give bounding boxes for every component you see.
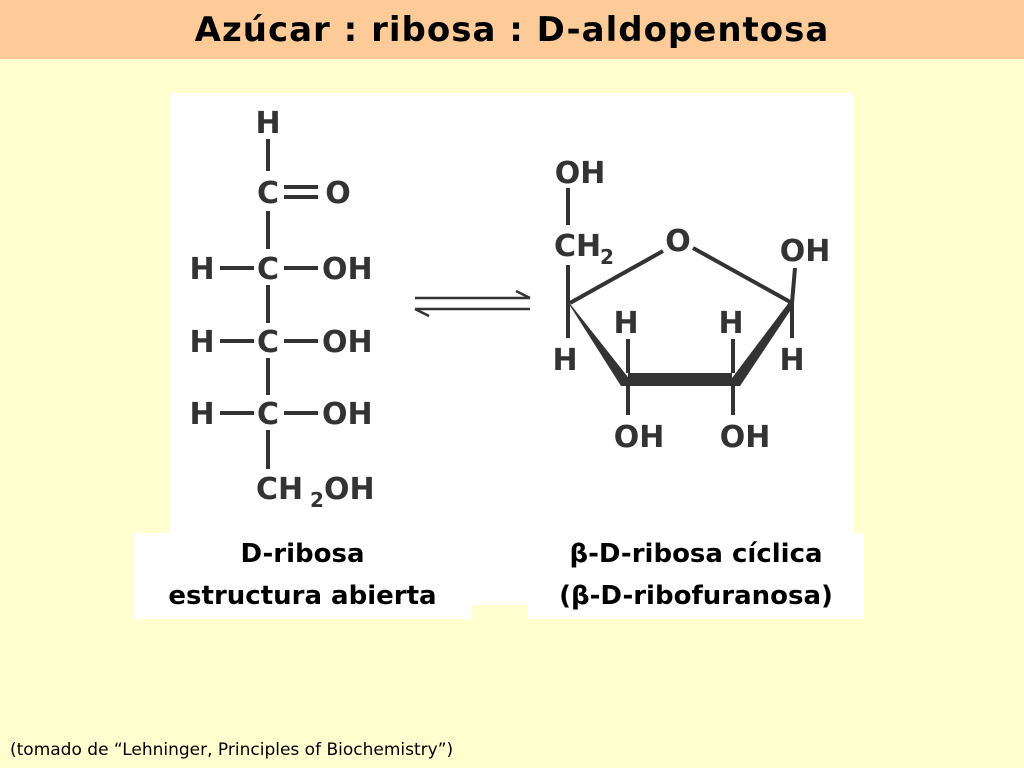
atom-c2: C: [257, 252, 279, 287]
atom-c3-oh: OH: [322, 325, 373, 360]
diagram-panel: H C O H C OH H C OH H C OH CH 2 OH: [170, 93, 854, 605]
atom-carbonyl-o: O: [325, 176, 351, 211]
atom-c4-oh: OH: [322, 397, 373, 432]
atom-ring-o: O: [665, 224, 691, 259]
wedge-c2-c1: [726, 301, 794, 386]
source-footnote: (tomado de “Lehninger, Principles of Bio…: [10, 740, 454, 760]
atom-ring-c3-oh: OH: [614, 420, 665, 455]
atom-c2-h-up: H: [718, 306, 743, 341]
open-chain-structure: [220, 139, 318, 469]
bond-c1-oh: [790, 267, 797, 304]
atom-ring-c2-oh: OH: [720, 420, 771, 455]
atom-c3: C: [257, 325, 279, 360]
atom-c1: C: [257, 176, 279, 211]
open-chain-caption: D-ribosa estructura abierta: [133, 533, 472, 619]
title-bar: Azúcar : ribosa : D-aldopentosa: [0, 0, 1024, 59]
atom-top-h: H: [255, 106, 280, 141]
atom-c2-h: H: [189, 252, 214, 287]
bond-c4-ring-o: [569, 249, 664, 305]
caption-right-line1: β-D-ribosa cíclica: [569, 539, 823, 569]
atom-c5-oh: OH: [324, 472, 375, 507]
ring-structure: [566, 188, 797, 415]
atom-c4-h-down: H: [552, 343, 577, 378]
atom-c4: C: [257, 397, 279, 432]
ring-caption: β-D-ribosa cíclica (β-D-ribofuranosa): [528, 533, 864, 619]
caption-right-line2: (β-D-ribofuranosa): [559, 581, 833, 611]
bold-bond-c3-c2: [628, 373, 732, 386]
atom-ring-top-oh: OH: [555, 156, 606, 191]
atom-c4-h: H: [189, 397, 214, 432]
atom-anomeric-oh: OH: [780, 234, 831, 269]
open-chain-labels: H C O H C OH H C OH H C OH CH 2 OH: [189, 106, 374, 512]
atom-c2-oh: OH: [322, 252, 373, 287]
caption-left-line1: D-ribosa: [240, 539, 365, 569]
caption-left-line2: estructura abierta: [168, 581, 437, 611]
forward-arrow-barb: [515, 289, 531, 300]
bond-ring-o-c1: [692, 246, 793, 305]
atom-c5-ch: CH: [256, 472, 303, 507]
equilibrium-arrows: [414, 289, 531, 318]
atom-ring-ch: CH: [554, 229, 601, 264]
atom-c3-h-up: H: [613, 306, 638, 341]
atom-c1-h-down: H: [779, 343, 804, 378]
reverse-arrow-barb: [414, 307, 430, 318]
atom-ring-ch-sub: 2: [600, 245, 614, 269]
atom-c3-h: H: [189, 325, 214, 360]
wedge-c4-c3: [567, 301, 635, 386]
ribose-diagram: H C O H C OH H C OH H C OH CH 2 OH: [189, 106, 830, 512]
atom-c5-sub: 2: [310, 488, 324, 512]
ring-labels: OH CH 2 O OH H H H H OH OH: [552, 156, 830, 455]
slide-title: Azúcar : ribosa : D-aldopentosa: [194, 9, 830, 50]
